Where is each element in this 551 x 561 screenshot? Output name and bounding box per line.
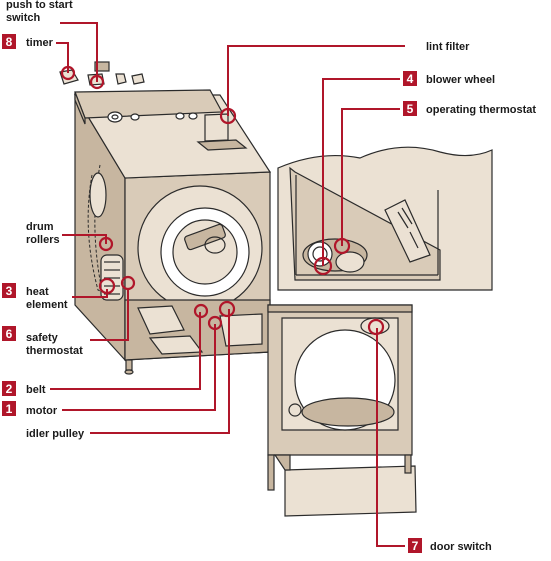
- badge-motor: 1: [2, 401, 16, 416]
- badge-timer: 8: [2, 34, 16, 49]
- dryer-cabinet: [75, 90, 270, 374]
- label-blower-wheel: blower wheel: [426, 74, 495, 86]
- label-door-switch: door switch: [430, 541, 492, 553]
- label-timer: timer: [26, 37, 54, 49]
- svg-text:4: 4: [407, 72, 414, 86]
- label-line: heat: [26, 286, 49, 298]
- label-line: drum: [26, 221, 54, 233]
- svg-text:1: 1: [6, 402, 13, 416]
- badge-belt: 2: [2, 381, 16, 396]
- label-lint-filter: lint filter: [426, 41, 470, 53]
- label-heat-element: heatelement: [26, 286, 68, 311]
- svg-text:6: 6: [6, 327, 13, 341]
- svg-text:3: 3: [6, 284, 13, 298]
- label-line: element: [26, 299, 68, 311]
- badge-heat-element: 3: [2, 283, 16, 298]
- label-line: rollers: [26, 234, 60, 246]
- label-idler-pulley: idler pulley: [26, 428, 85, 440]
- badge-safety-thermostat: 6: [2, 326, 16, 341]
- label-drum-rollers: drumrollers: [26, 221, 60, 246]
- door-inset: [268, 305, 416, 516]
- badge-door-switch: 7: [408, 538, 422, 553]
- badge-blower-wheel: 4: [403, 71, 417, 86]
- label-push-to-start-switch: push to startswitch: [6, 0, 73, 24]
- label-line: thermostat: [26, 345, 83, 357]
- svg-text:5: 5: [407, 102, 414, 116]
- svg-text:8: 8: [6, 35, 13, 49]
- label-operating-thermostat: operating thermostat: [426, 104, 536, 116]
- svg-text:2: 2: [6, 382, 13, 396]
- badge-operating-thermostat: 5: [403, 101, 417, 116]
- label-belt: belt: [26, 384, 46, 396]
- label-line: push to start: [6, 0, 73, 11]
- label-line: switch: [6, 12, 41, 24]
- svg-text:7: 7: [412, 539, 419, 553]
- blower-inset: [278, 147, 492, 290]
- label-safety-thermostat: safetythermostat: [26, 332, 83, 357]
- label-line: safety: [26, 332, 59, 344]
- label-motor: motor: [26, 405, 58, 417]
